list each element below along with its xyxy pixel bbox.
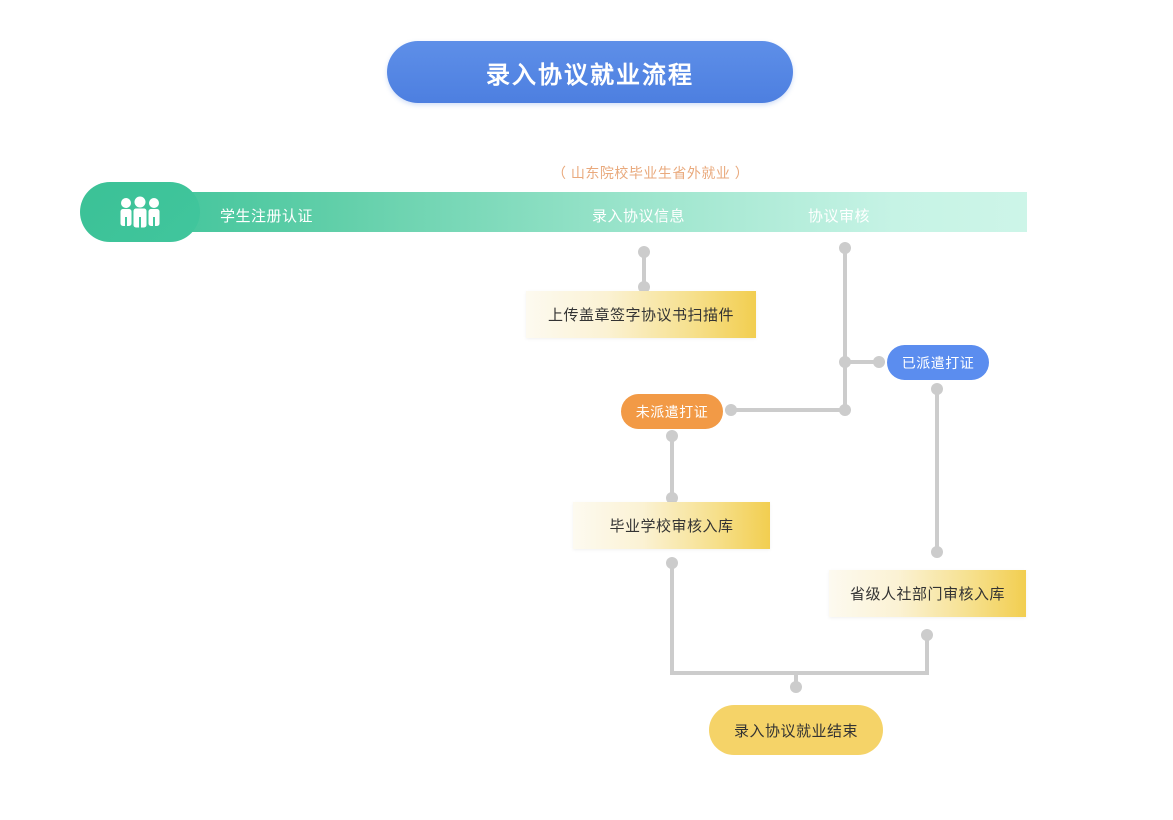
edge-dot <box>921 629 933 641</box>
edge-dot <box>638 246 650 258</box>
node-process-end[interactable]: 录入协议就业结束 <box>709 705 883 755</box>
edge-dot <box>931 546 943 558</box>
edge-dot <box>839 242 851 254</box>
node-label: 毕业学校审核入库 <box>609 518 734 535</box>
edge-dot <box>666 492 678 504</box>
node-label: 录入协议就业结束 <box>733 722 858 740</box>
edge-merge-bracket <box>670 561 929 675</box>
node-province-review[interactable]: 省级人社部门审核入库 <box>829 570 1026 617</box>
edge-dot <box>931 383 943 395</box>
stage-label-3: 协议审核 <box>808 208 871 225</box>
stage-bar-icon-cap <box>80 182 200 242</box>
stage-label-1: 学生注册认证 <box>220 208 314 225</box>
edge-dot <box>666 557 678 569</box>
node-label: 未派遣打证 <box>635 403 709 420</box>
node-label: 上传盖章签字协议书扫描件 <box>547 307 734 324</box>
stage-bar <box>140 192 1027 232</box>
node-school-review[interactable]: 毕业学校审核入库 <box>573 502 770 549</box>
edge-dot <box>873 356 885 368</box>
edge-dot <box>725 404 737 416</box>
node-label: 省级人社部门审核入库 <box>849 586 1005 603</box>
stage-label-2: 录入协议信息 <box>592 208 686 225</box>
node-dispatched[interactable]: 已派遣打证 <box>887 345 989 380</box>
node-not-dispatched[interactable]: 未派遣打证 <box>621 394 723 429</box>
page-title-banner: 录入协议就业流程 <box>387 41 793 103</box>
scope-annotation: （ 山东院校毕业生省外就业 ） <box>552 165 750 181</box>
edge-dot <box>638 281 650 293</box>
edge-dot <box>666 430 678 442</box>
people-group-icon <box>120 196 160 228</box>
node-label: 已派遣打证 <box>901 354 975 371</box>
page-title: 录入协议就业流程 <box>486 61 694 89</box>
node-upload-scan[interactable]: 上传盖章签字协议书扫描件 <box>526 291 756 338</box>
edge-dot <box>790 681 802 693</box>
